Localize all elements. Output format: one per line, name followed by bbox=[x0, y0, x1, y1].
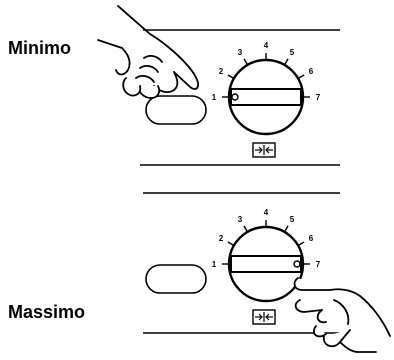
setting-label-maximum: Massimo bbox=[8, 302, 86, 322]
dial-tick bbox=[284, 225, 289, 232]
dial-scale-number: 4 bbox=[264, 41, 269, 50]
dial-pointer-dot bbox=[231, 93, 239, 101]
dial-scale-number: 1 bbox=[212, 260, 217, 269]
width-adjust-symbol-icon bbox=[252, 309, 276, 325]
selector-dial[interactable]: 1 2 3 4 5 6 7 bbox=[212, 208, 321, 303]
dial-scale-number: 1 bbox=[212, 93, 217, 102]
width-adjust-symbol-icon bbox=[252, 142, 276, 158]
dial-scale-labels: 1 2 3 4 5 6 7 bbox=[212, 208, 321, 269]
dial-scale-number: 2 bbox=[219, 67, 224, 76]
dial-scale-labels: 1 2 3 4 5 6 7 bbox=[212, 41, 321, 102]
dial-pointer-dot bbox=[293, 260, 301, 268]
hand-pointer-icon bbox=[97, 5, 200, 99]
panel-maximum: 1 2 3 4 5 6 7 bbox=[143, 192, 391, 353]
dial-tick bbox=[298, 74, 305, 79]
dial-scale-number: 6 bbox=[309, 234, 314, 243]
dial-scale-number: 4 bbox=[264, 208, 269, 217]
selector-dial[interactable]: 1 2 3 4 5 6 7 bbox=[212, 41, 321, 136]
indicator-lamp bbox=[145, 95, 207, 125]
hand-pointer-icon bbox=[293, 277, 391, 353]
dial-scale-number: 7 bbox=[316, 93, 321, 102]
dial-scale-number: 5 bbox=[290, 215, 295, 224]
dial-scale-number: 5 bbox=[290, 48, 295, 57]
dial-scale-number: 3 bbox=[238, 215, 243, 224]
dial-scale-number: 7 bbox=[316, 260, 321, 269]
dial-tick bbox=[227, 241, 234, 246]
dial-scale-number: 2 bbox=[219, 234, 224, 243]
dial-tick bbox=[243, 58, 248, 65]
dial-tick bbox=[298, 241, 305, 246]
setting-label-minimum: Minimo bbox=[8, 38, 71, 58]
dial-scale-number: 6 bbox=[309, 67, 314, 76]
dial-ticks bbox=[222, 220, 310, 265]
dial-scale-number: 3 bbox=[238, 48, 243, 57]
dial-tick bbox=[243, 225, 248, 232]
dial-tick bbox=[227, 74, 234, 79]
dial-tick bbox=[284, 58, 289, 65]
indicator-lamp bbox=[145, 264, 207, 294]
dial-ticks bbox=[222, 53, 310, 98]
panel-minimum: 1 2 3 4 5 6 7 bbox=[97, 5, 340, 166]
